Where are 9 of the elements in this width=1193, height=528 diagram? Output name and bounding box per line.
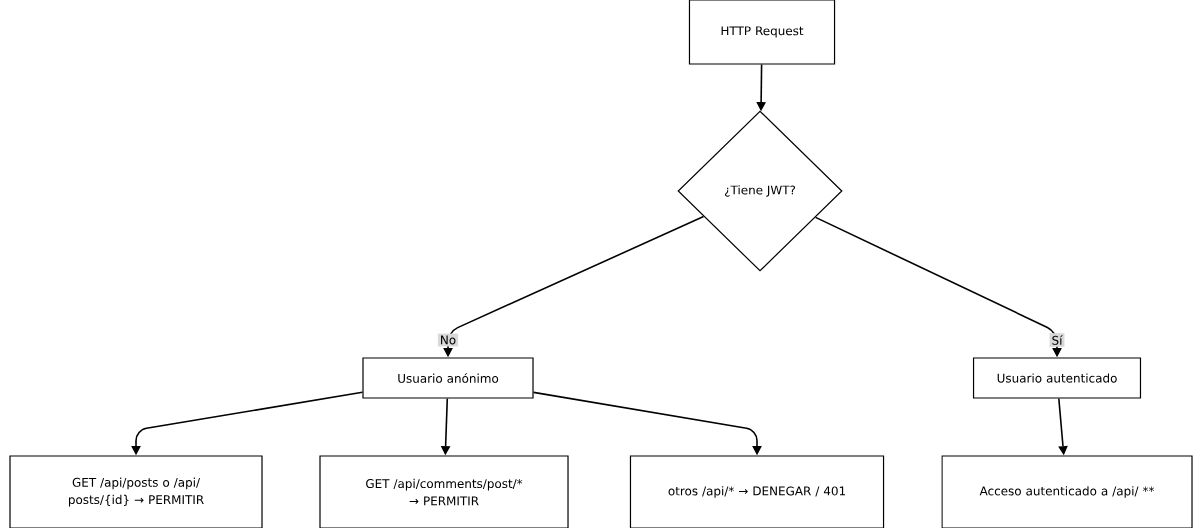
edge-label: No xyxy=(437,333,459,347)
process-box: Acceso autenticado a /api/ ** xyxy=(941,455,1193,528)
process-box: otros /api/* → DENEGAR / 401 xyxy=(629,455,885,528)
process-box: GET /api/posts o /api/ posts/{id} → PERMITIR xyxy=(9,455,263,528)
process-box: GET /api/comments/post/* → PERMITIR xyxy=(319,455,569,528)
process-box: Usuario anónimo xyxy=(362,357,534,399)
process-box: HTTP Request xyxy=(688,0,836,65)
edge-label: Sí xyxy=(1049,333,1065,347)
process-box: Usuario autenticado xyxy=(972,357,1142,399)
